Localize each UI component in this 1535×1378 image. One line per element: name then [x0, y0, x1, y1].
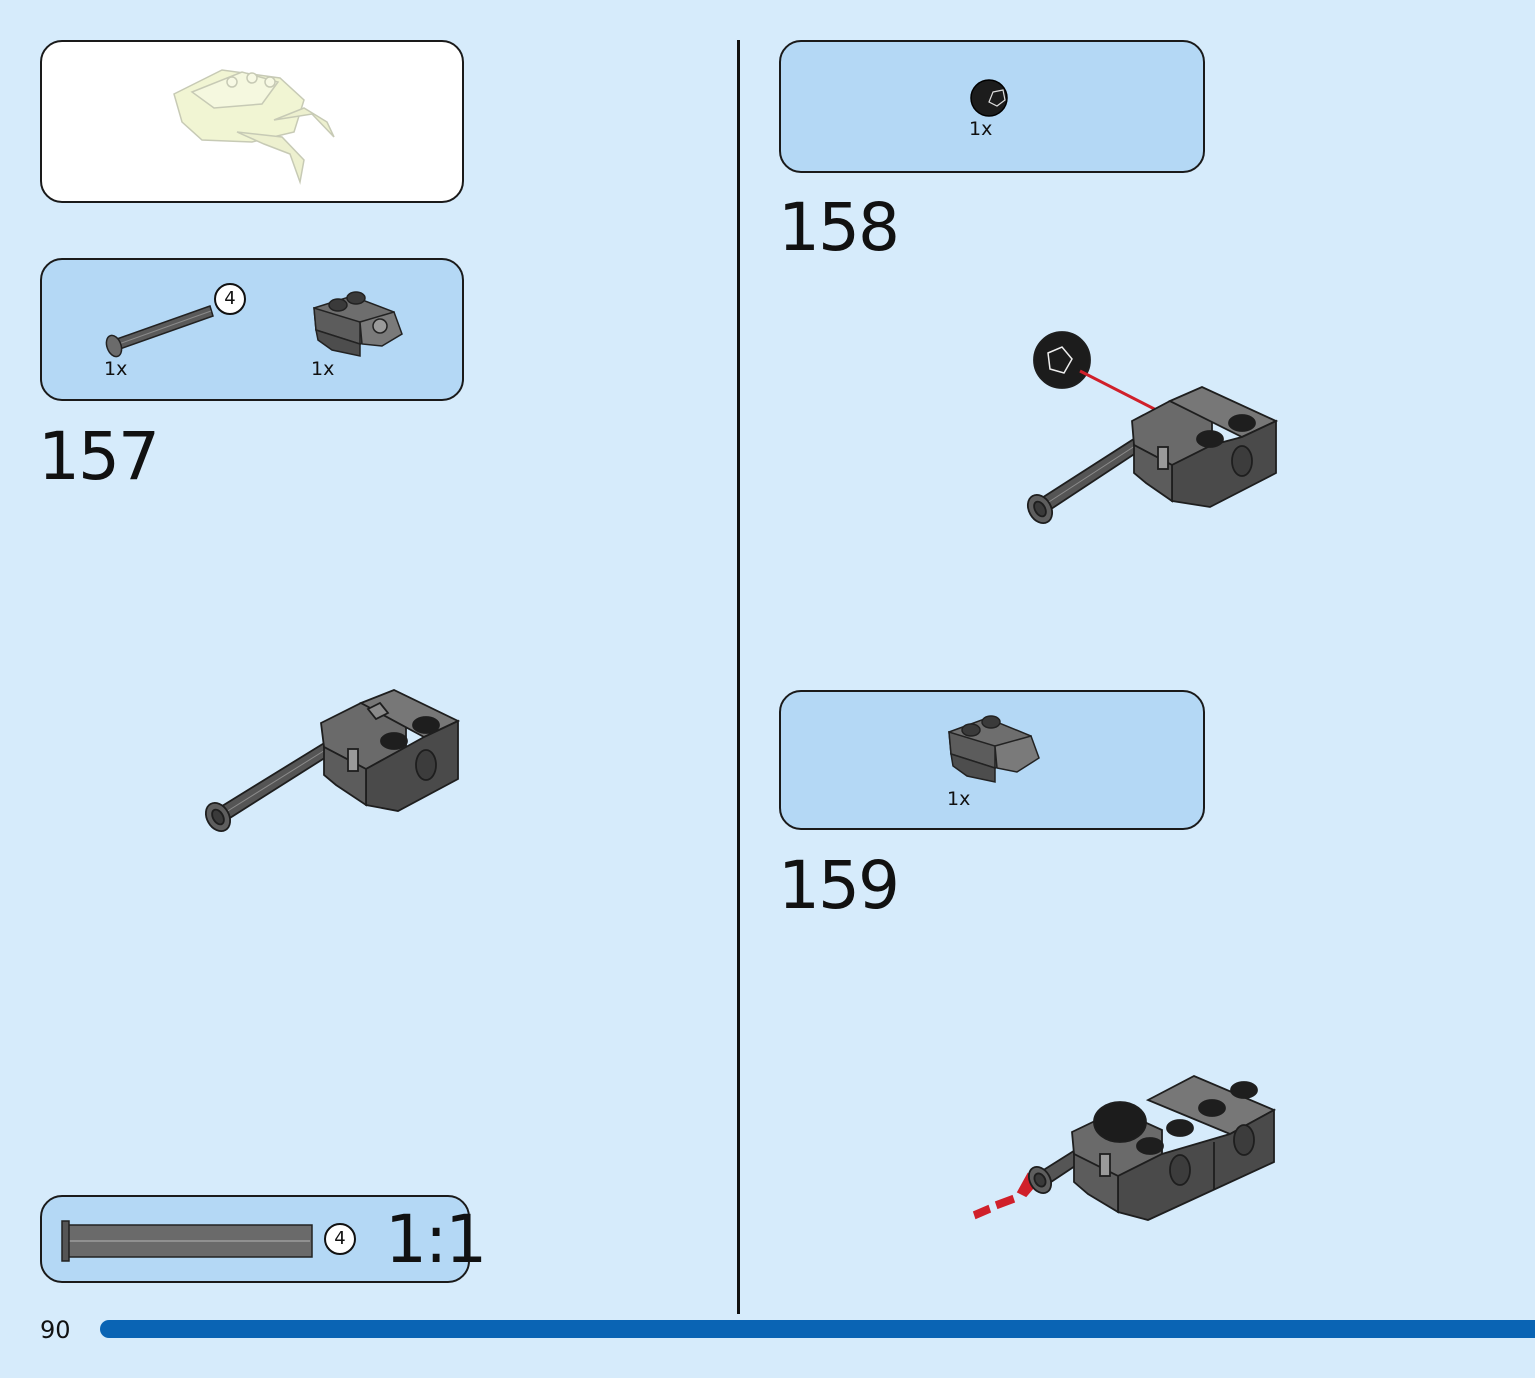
- connector-block-icon: [313, 291, 403, 357]
- step-157-parts-box: [40, 258, 464, 401]
- axle-4-scale-icon: [61, 1220, 313, 1262]
- submodel-preview-box: [40, 40, 464, 203]
- part-quantity: 1x: [104, 358, 128, 380]
- scale-ratio: 1:1: [385, 1201, 487, 1278]
- step-number: 157: [38, 418, 160, 495]
- part-quantity: 1x: [311, 358, 335, 380]
- part-quantity: 1x: [969, 118, 993, 140]
- step-number: 159: [778, 847, 900, 924]
- step-157-assembly-illustration: [204, 689, 461, 833]
- step-number: 158: [778, 189, 900, 266]
- step-158-parts-box: [779, 40, 1205, 173]
- step-159-assembly-illustration: [972, 1075, 1277, 1221]
- step-158-assembly-illustration: [1026, 331, 1279, 525]
- claw-submodel-icon: [173, 69, 335, 185]
- axle-length-badge: 4: [324, 1223, 356, 1255]
- step-159-parts-box: [779, 690, 1205, 830]
- ball-joint-icon: [970, 79, 1008, 117]
- part-quantity: 1x: [947, 788, 971, 810]
- page-divider: [737, 40, 740, 1314]
- connector-block-icon: [948, 715, 1040, 783]
- axle-4-icon: [105, 291, 403, 358]
- axle-length-badge: 4: [214, 283, 246, 315]
- page-number: 90: [40, 1316, 71, 1344]
- scale-reference-box: [40, 1195, 470, 1283]
- page-progress-bar: [100, 1320, 1535, 1338]
